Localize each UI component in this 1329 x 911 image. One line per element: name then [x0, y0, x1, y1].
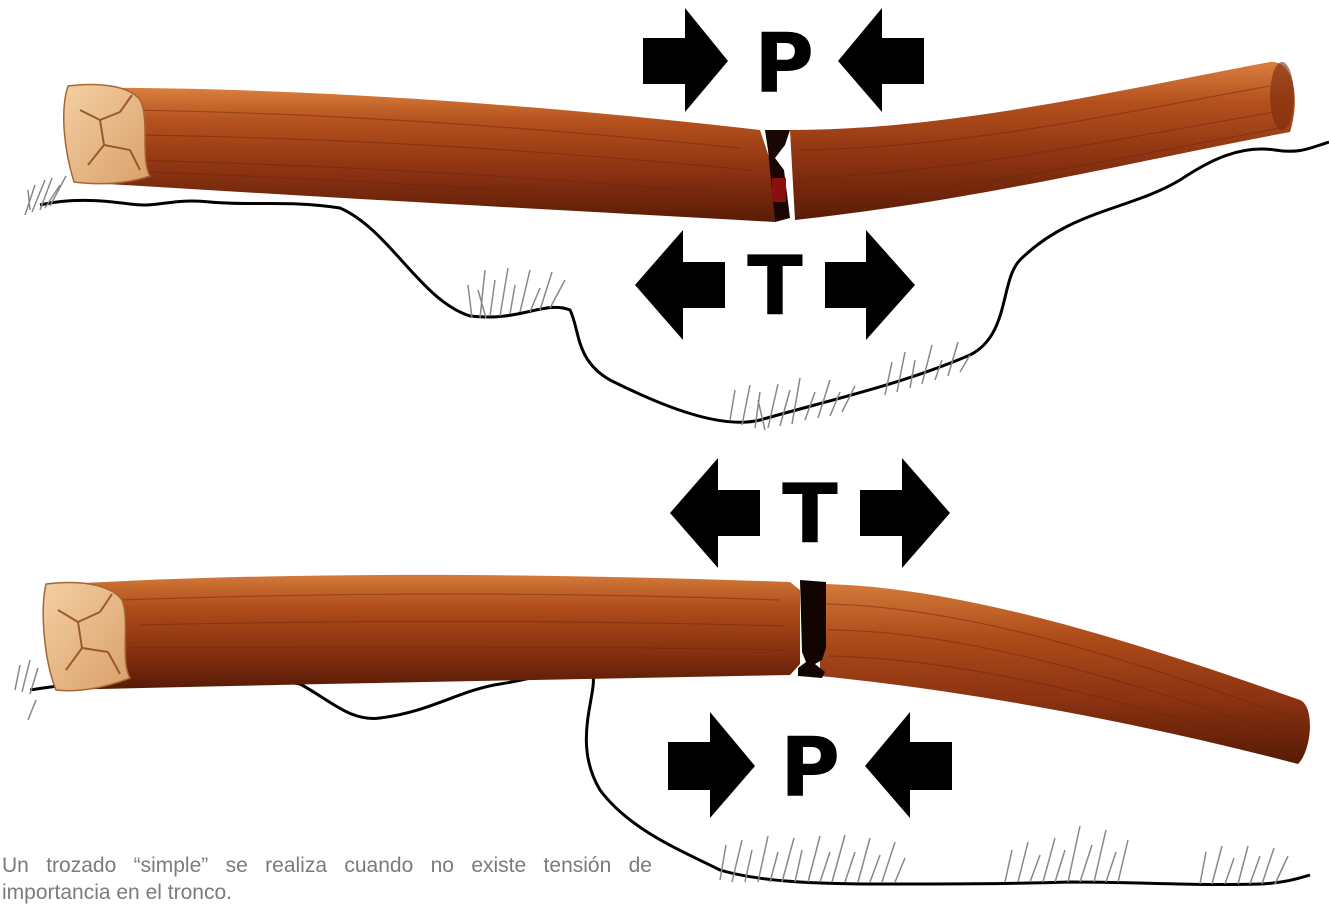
bottom-diagram: T P [15, 458, 1310, 885]
arrow-left-icon [838, 8, 924, 112]
caption-text: Un trozado “simple” se realiza cuando no… [0, 852, 652, 911]
arrow-left-icon [635, 230, 725, 340]
bottom-compression-label: P [780, 721, 840, 816]
arrow-left-icon [670, 458, 760, 568]
arrow-right-icon [825, 230, 915, 340]
top-log-end-grain [64, 85, 150, 184]
top-tension-label: T [747, 239, 803, 334]
arrow-left-icon [865, 712, 952, 818]
arrow-right-icon [860, 458, 950, 568]
arrow-right-icon [668, 712, 755, 818]
bottom-log-left [48, 575, 800, 690]
bottom-tension-label: T [782, 467, 838, 562]
bottom-log-end-grain [43, 583, 130, 691]
arrow-right-icon [643, 8, 728, 112]
top-compression-label: P [754, 17, 814, 112]
top-diagram: P T [25, 8, 1329, 430]
